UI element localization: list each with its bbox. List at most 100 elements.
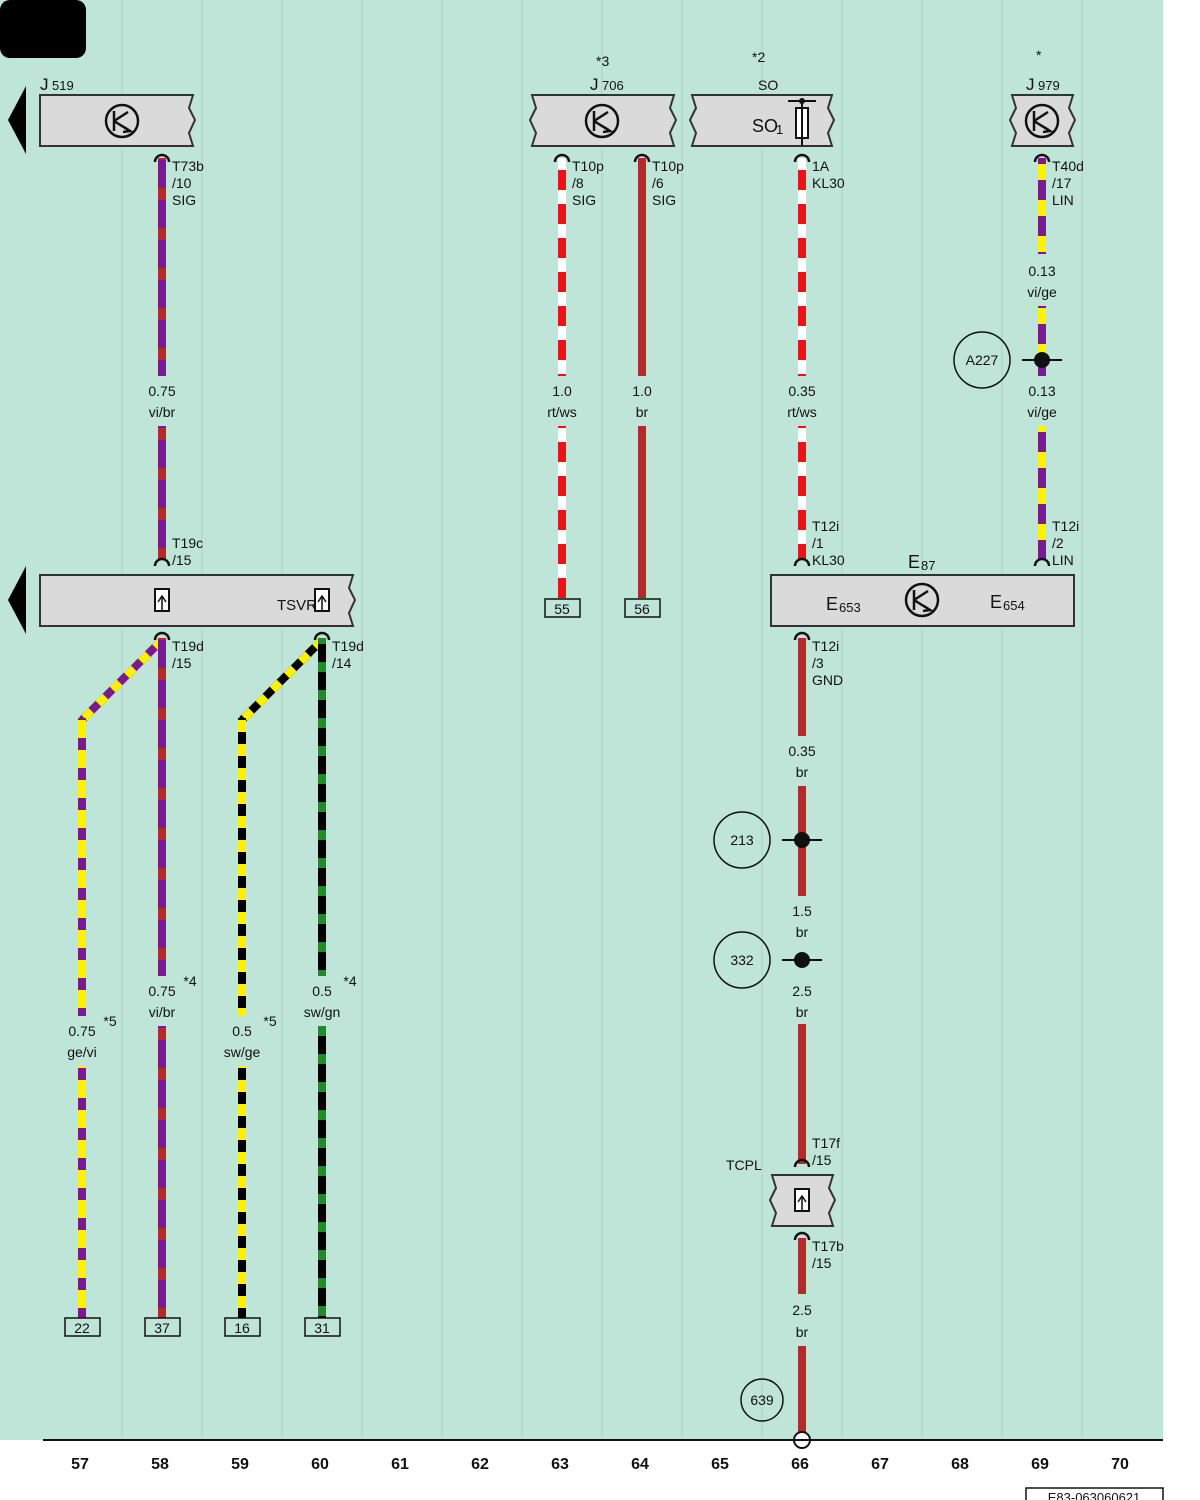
e654-sub: 654 bbox=[1003, 598, 1025, 613]
splice-a227[interactable]: A227 bbox=[953, 331, 1062, 389]
wire-60-lower bbox=[318, 1026, 326, 1318]
col-64: 64 bbox=[631, 1456, 649, 1473]
e654-label: E bbox=[990, 592, 1002, 612]
svg-text:22: 22 bbox=[74, 1320, 90, 1336]
tsvr-label: TSVR bbox=[277, 597, 317, 614]
e87-sub: 87 bbox=[921, 558, 935, 573]
col-58: 58 bbox=[151, 1456, 169, 1473]
col-67: 67 bbox=[871, 1456, 889, 1473]
column-numbers: 57 58 59 60 61 62 63 64 65 66 67 68 69 7… bbox=[71, 1456, 1129, 1473]
pin-t12i3-l1: T12i bbox=[812, 638, 839, 654]
so-label: SO bbox=[758, 77, 778, 93]
splice-213[interactable]: 213 bbox=[713, 811, 822, 869]
wire-57 bbox=[78, 718, 86, 1016]
pin-t19c-l1: T19c bbox=[172, 535, 203, 551]
wire-69-c bbox=[1038, 426, 1046, 560]
tcpl-label: TCPL bbox=[726, 1157, 762, 1173]
terminal-22[interactable]: 22 bbox=[64, 1317, 101, 1337]
connector-tsvr[interactable]: TSVR bbox=[39, 574, 357, 627]
diagram-background bbox=[0, 0, 1163, 1440]
wire-64 bbox=[638, 158, 646, 376]
w57-size: 0.75 bbox=[68, 1023, 95, 1039]
wire-59 bbox=[238, 718, 246, 1016]
splice-332[interactable]: 332 bbox=[713, 931, 822, 989]
component-e87[interactable]: E 87 E 653 E 654 bbox=[770, 552, 1075, 627]
svg-text:A227: A227 bbox=[966, 352, 999, 368]
pin-t12i2-l3: LIN bbox=[1052, 552, 1074, 568]
terminal-55[interactable]: 55 bbox=[544, 598, 581, 618]
pin-t19d14-l1: T19d bbox=[332, 638, 364, 654]
component-j519[interactable]: J 519 bbox=[39, 75, 197, 147]
w69b-size: 0.13 bbox=[1028, 383, 1055, 399]
col-63: 63 bbox=[551, 1456, 569, 1473]
j706-note: *3 bbox=[596, 53, 609, 69]
col-61: 61 bbox=[391, 1456, 409, 1473]
j519-sub: 519 bbox=[52, 78, 74, 93]
col-60: 60 bbox=[311, 1456, 329, 1473]
component-so[interactable]: SO 1 *2 SO bbox=[688, 49, 836, 147]
component-j979[interactable]: * J 979 bbox=[1008, 47, 1077, 147]
w66-15-color: br bbox=[796, 924, 809, 940]
w66-color: rt/ws bbox=[787, 404, 817, 420]
wire-58-bottom bbox=[158, 638, 166, 976]
pin-t19d14-l2: /14 bbox=[332, 655, 352, 671]
w63-color: rt/ws bbox=[547, 404, 577, 420]
j706-label: J bbox=[590, 75, 599, 94]
pin-labels: T73b /10 SIG T10p /8 SIG T10p /6 SIG 1A … bbox=[172, 158, 1084, 1271]
col-68: 68 bbox=[951, 1456, 969, 1473]
connector-tcpl[interactable]: TCPL bbox=[726, 1157, 837, 1227]
page-tab bbox=[0, 0, 86, 58]
wire-66-c bbox=[798, 1024, 806, 1164]
wire-66-top bbox=[798, 158, 806, 376]
w59-note: *5 bbox=[263, 1013, 276, 1029]
w66-25b-size: 2.5 bbox=[792, 1302, 812, 1318]
svg-text:37: 37 bbox=[154, 1320, 170, 1336]
wire-59-diag bbox=[239, 637, 325, 723]
wire-66-e bbox=[798, 1346, 806, 1436]
pin-j706b-l3: SIG bbox=[652, 192, 676, 208]
pin-j979-l3: LIN bbox=[1052, 192, 1074, 208]
w69a-size: 0.13 bbox=[1028, 263, 1055, 279]
pin-symbols bbox=[153, 153, 1051, 1241]
page-link-arrow-top[interactable] bbox=[8, 86, 26, 154]
svg-text:332: 332 bbox=[730, 952, 754, 968]
j979-note: * bbox=[1036, 47, 1042, 63]
j706-sub: 706 bbox=[602, 78, 624, 93]
page-link-arrow-middle[interactable] bbox=[8, 566, 26, 634]
wire-60 bbox=[318, 638, 326, 976]
pin-t12i3-l2: /3 bbox=[812, 655, 824, 671]
col-70: 70 bbox=[1111, 1456, 1129, 1473]
w57-color: ge/vi bbox=[67, 1044, 97, 1060]
wire-69-b bbox=[1038, 306, 1046, 376]
svg-text:55: 55 bbox=[554, 601, 570, 617]
so1-label: SO bbox=[752, 116, 778, 136]
pin-t17b-l2: /15 bbox=[812, 1255, 832, 1271]
w66-25b-color: br bbox=[796, 1324, 809, 1340]
pin-t12i2-l1: T12i bbox=[1052, 518, 1079, 534]
terminal-37[interactable]: 37 bbox=[144, 1317, 181, 1337]
w58-color: vi/br bbox=[149, 404, 176, 420]
col-59: 59 bbox=[231, 1456, 249, 1473]
wire-59-lower bbox=[238, 1066, 246, 1318]
so-note: *2 bbox=[752, 49, 765, 65]
j979-label: J bbox=[1026, 75, 1035, 94]
w69b-color: vi/ge bbox=[1027, 404, 1057, 420]
w59-color: sw/ge bbox=[224, 1044, 261, 1060]
svg-text:16: 16 bbox=[234, 1320, 250, 1336]
pin-so-l2: KL30 bbox=[812, 175, 845, 191]
terminal-16[interactable]: 16 bbox=[224, 1317, 261, 1337]
figure-id-box: E83-063060621 bbox=[1025, 1487, 1164, 1500]
terminal-31[interactable]: 31 bbox=[304, 1317, 341, 1337]
pin-j519-l2: /10 bbox=[172, 175, 192, 191]
so1-sub: 1 bbox=[776, 122, 783, 137]
pin-t17f-l2: /15 bbox=[812, 1152, 832, 1168]
component-j706[interactable]: *3 J 706 bbox=[528, 53, 678, 147]
col-62: 62 bbox=[471, 1456, 489, 1473]
pin-so-l1: 1A bbox=[812, 158, 830, 174]
w57-note: *5 bbox=[103, 1013, 116, 1029]
j979-sub: 979 bbox=[1038, 78, 1060, 93]
wire-66-top-lower bbox=[798, 426, 806, 560]
terminal-56[interactable]: 56 bbox=[624, 598, 661, 618]
w58-size: 0.75 bbox=[148, 383, 175, 399]
